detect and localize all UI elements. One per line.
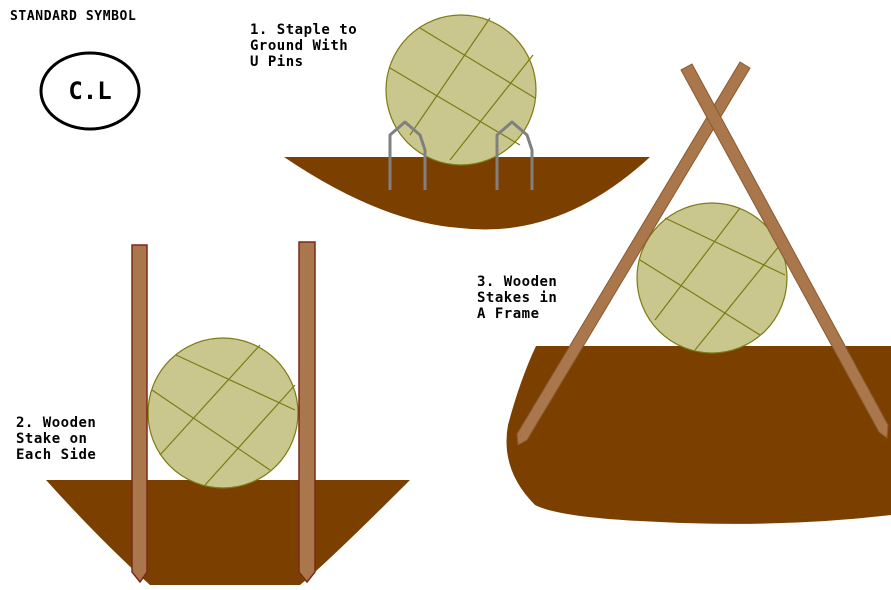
soil-trench-1	[284, 157, 650, 230]
stake-left	[132, 245, 147, 582]
soil-trench-2	[46, 480, 410, 585]
log-3	[637, 203, 787, 353]
method-3-label-line-2: Stakes in	[477, 290, 557, 306]
method-1-label-line-1: 1. Staple to	[250, 22, 357, 38]
method-2-label-line-3: Each Side	[16, 447, 96, 463]
method-3-a-frame	[507, 62, 891, 524]
legend-symbol: C.L	[40, 54, 140, 128]
method-2-label-line-2: Stake on	[16, 431, 96, 447]
legend-title: STANDARD SYMBOL	[10, 9, 136, 24]
log-1	[386, 15, 536, 165]
method-3-label-line-3: A Frame	[477, 306, 557, 322]
method-1-label: 1. Staple to Ground With U Pins	[250, 22, 357, 70]
method-2-stakes	[46, 242, 410, 585]
method-1-label-line-3: U Pins	[250, 54, 357, 70]
log-2	[148, 338, 298, 488]
method-1-label-line-2: Ground With	[250, 38, 357, 54]
method-3-label: 3. Wooden Stakes in A Frame	[477, 274, 557, 322]
method-3-label-line-1: 3. Wooden	[477, 274, 557, 290]
stake-right	[299, 242, 315, 582]
method-2-label: 2. Wooden Stake on Each Side	[16, 415, 96, 463]
method-2-label-line-1: 2. Wooden	[16, 415, 96, 431]
